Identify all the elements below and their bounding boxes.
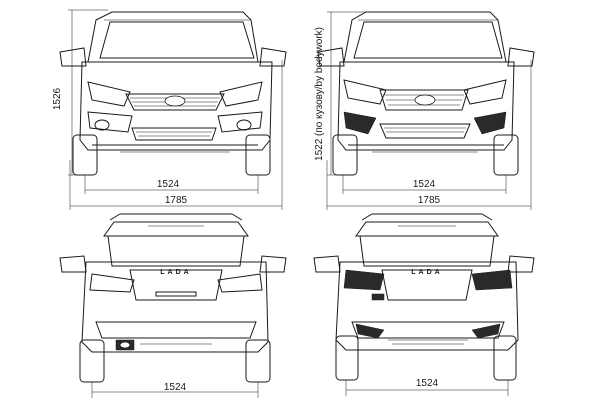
dim-height-front-right: 1522 (по кузову/by bodywork) bbox=[314, 27, 325, 161]
dim-width-front-right: 1785 bbox=[418, 195, 441, 206]
front-view-left: 1526 1524 1785 bbox=[52, 9, 287, 210]
dim-track-front-right: 1524 bbox=[413, 179, 436, 190]
front-view-right: 1522 (по кузову/by bodywork) 1524 1785 bbox=[314, 11, 535, 210]
dim-width-front-left: 1785 bbox=[165, 195, 188, 206]
brand-lettering-rear-right: LADA bbox=[411, 269, 442, 276]
brand-lettering-rear-left: LADA bbox=[160, 269, 191, 276]
dim-track-rear-left: 1524 bbox=[164, 382, 187, 393]
rear-view-left: LADA 1524 bbox=[59, 213, 287, 398]
rear-view-right: LADA 1524 bbox=[313, 213, 535, 396]
dim-track-front-left: 1524 bbox=[157, 179, 180, 190]
dim-height-front-left: 1526 bbox=[52, 87, 63, 110]
dim-track-rear-right: 1524 bbox=[416, 378, 439, 389]
